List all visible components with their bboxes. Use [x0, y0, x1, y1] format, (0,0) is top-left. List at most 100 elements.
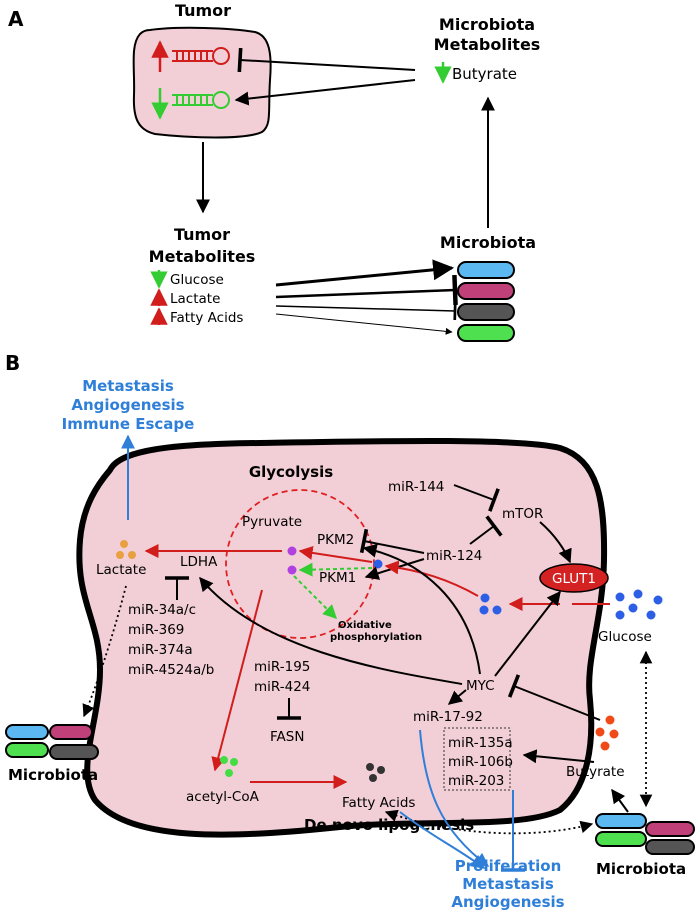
mir195-label: miR-195	[254, 659, 310, 675]
lactate-to-bacteria-inhibition	[275, 274, 458, 306]
bacterium-right-blue	[595, 813, 647, 829]
panel-b-label: B	[5, 351, 20, 375]
microbiota-left-label: Microbiota	[8, 766, 98, 784]
pkm2-label: PKM2	[317, 532, 354, 548]
fatty-acid-dot	[377, 766, 385, 774]
lactate-dot	[120, 540, 128, 548]
glucose-inside-to-glycolysis-arrow	[384, 560, 479, 597]
glut1-label: GLUT1	[552, 571, 596, 587]
lactate-dot	[116, 551, 124, 559]
butyrate-dot	[600, 741, 610, 751]
glucose-dot-outside	[646, 610, 656, 620]
butyrate-dot	[605, 715, 615, 725]
butyrate-inhibits-myc	[507, 674, 601, 721]
mir374a-label: miR-374a	[128, 642, 193, 658]
lactate-to-microbiota-dotted-arrow	[82, 585, 127, 718]
glucose-to-bacteria-arrow	[275, 259, 455, 287]
glucose-to-pyruvate-arrow	[298, 545, 373, 563]
myc-to-pkm2-arrow	[362, 543, 481, 675]
glucose-dot-outside	[615, 592, 625, 602]
mirna-hairpin-down	[172, 91, 230, 109]
microbiota-metabolites-title-line2: Metabolites	[434, 35, 541, 54]
bacterium-left-magenta	[49, 724, 93, 740]
glucose-dot-outside	[633, 589, 643, 599]
outcome-top-immune-escape: Immune Escape	[62, 415, 195, 433]
butyrate-b-label: Butyrate	[566, 764, 625, 780]
acetylcoa-dot	[220, 756, 228, 764]
mtor-to-glut1-arrow	[539, 521, 572, 564]
pyruvate-to-acetylcoa-arrow	[211, 589, 263, 772]
mir124-inhibits-pkm2	[359, 528, 425, 554]
fatty-acids-to-outcome-arrow	[399, 811, 486, 869]
boxed-mirs-frame	[443, 727, 511, 791]
mirna-hairpin-up	[172, 47, 230, 65]
mir124-inhibits-mtor	[469, 515, 503, 545]
bacterium-right-green	[595, 831, 647, 847]
lactate-dot	[128, 551, 136, 559]
bacterium-left-gray	[49, 744, 99, 760]
myc-to-glut1-arrow	[494, 590, 561, 677]
ldha-label: LDHA	[180, 554, 218, 570]
bacterium-right-gray	[645, 839, 695, 855]
outcome-bottom-proliferation: Proliferation	[455, 857, 562, 875]
mir1792-label: miR-17-92	[413, 709, 483, 725]
cancer-cell-blob	[76, 437, 608, 838]
glucose-dot-inside	[492, 605, 502, 615]
myc-to-ldha-arrow	[199, 576, 463, 685]
mir369-label: miR-369	[128, 622, 184, 638]
fasn-label: FASN	[270, 729, 304, 745]
pkm1-label: PKM1	[319, 570, 356, 586]
microbiota-to-butyrate-arrow	[611, 788, 629, 813]
mir203-label: miR-203	[448, 773, 504, 789]
mtor-label: mTOR	[502, 506, 543, 522]
tumor-metabolites-title-line1: Tumor	[174, 225, 230, 244]
glut1-transporter	[539, 563, 609, 593]
butyrate-dot	[609, 729, 619, 739]
bacterium-left-blue	[5, 724, 49, 740]
bacterium-right-magenta	[645, 821, 695, 837]
oxphos-label-line2: phosphorylation	[330, 632, 422, 643]
microbiota-right-label: Microbiota	[596, 860, 686, 878]
pyruvate-dot	[287, 565, 297, 575]
acetylcoa-dot	[225, 769, 233, 777]
glucose-dot-inside	[480, 593, 490, 603]
outcome-bottom-angiogenesis: Angiogenesis	[451, 893, 564, 911]
bacterium-left-green	[5, 742, 49, 758]
butyrate-inhibits-upregulated-mirna	[237, 47, 416, 73]
pyruvate-label: Pyruvate	[242, 514, 302, 530]
butyrate-dot	[595, 727, 605, 737]
metabolite-lactate: Lactate	[170, 291, 220, 307]
myc-label: MYC	[466, 678, 495, 694]
mir34ac-label: miR-34a/c	[128, 602, 196, 618]
outcome-top-metastasis: Metastasis	[82, 377, 174, 395]
bacterium-magenta	[457, 282, 515, 300]
fatty-acids-label: Fatty Acids	[342, 795, 415, 811]
tumor-title: Tumor	[175, 1, 231, 20]
microbiota-metabolites-title-line1: Microbiota	[439, 15, 535, 34]
butyrate-to-boxed-mirs-arrow	[522, 749, 595, 764]
mir144-inhibits-mtor	[453, 484, 500, 512]
metabolite-fatty-acids: Fatty Acids	[170, 310, 243, 326]
microbiota-a-title: Microbiota	[440, 233, 536, 252]
mir424-label: miR-424	[254, 679, 310, 695]
fatty-acid-dot	[366, 763, 374, 771]
myc-to-mir1792-arrow	[447, 689, 467, 705]
fatty-acids-to-bacteria-arrow	[275, 313, 453, 335]
glucose-dot-outside	[615, 610, 625, 620]
mir124-label: miR-124	[426, 548, 482, 564]
fatty-acids-to-bacteria-inhibition	[275, 301, 457, 321]
bacterium-blue	[457, 261, 515, 279]
mir106b-label: miR-106b	[448, 754, 513, 770]
mir4524ab-label: miR-4524a/b	[128, 662, 214, 678]
pkm1-dashed-arrow	[298, 562, 373, 577]
mir144-label: miR-144	[388, 479, 444, 495]
butyrate-activates-downregulated-mirna	[234, 79, 416, 106]
acetylcoa-label: acetyl-CoA	[186, 789, 260, 805]
mir135a-label: miR-135a	[448, 735, 513, 751]
glucose-dot-outside	[653, 595, 663, 605]
glucose-metabolite-dot	[373, 559, 383, 569]
lactate-label: Lactate	[96, 562, 146, 578]
tumor-cell-blob	[132, 26, 272, 139]
glucose-dot-inside	[479, 605, 489, 615]
metabolite-glucose: Glucose	[170, 272, 224, 288]
